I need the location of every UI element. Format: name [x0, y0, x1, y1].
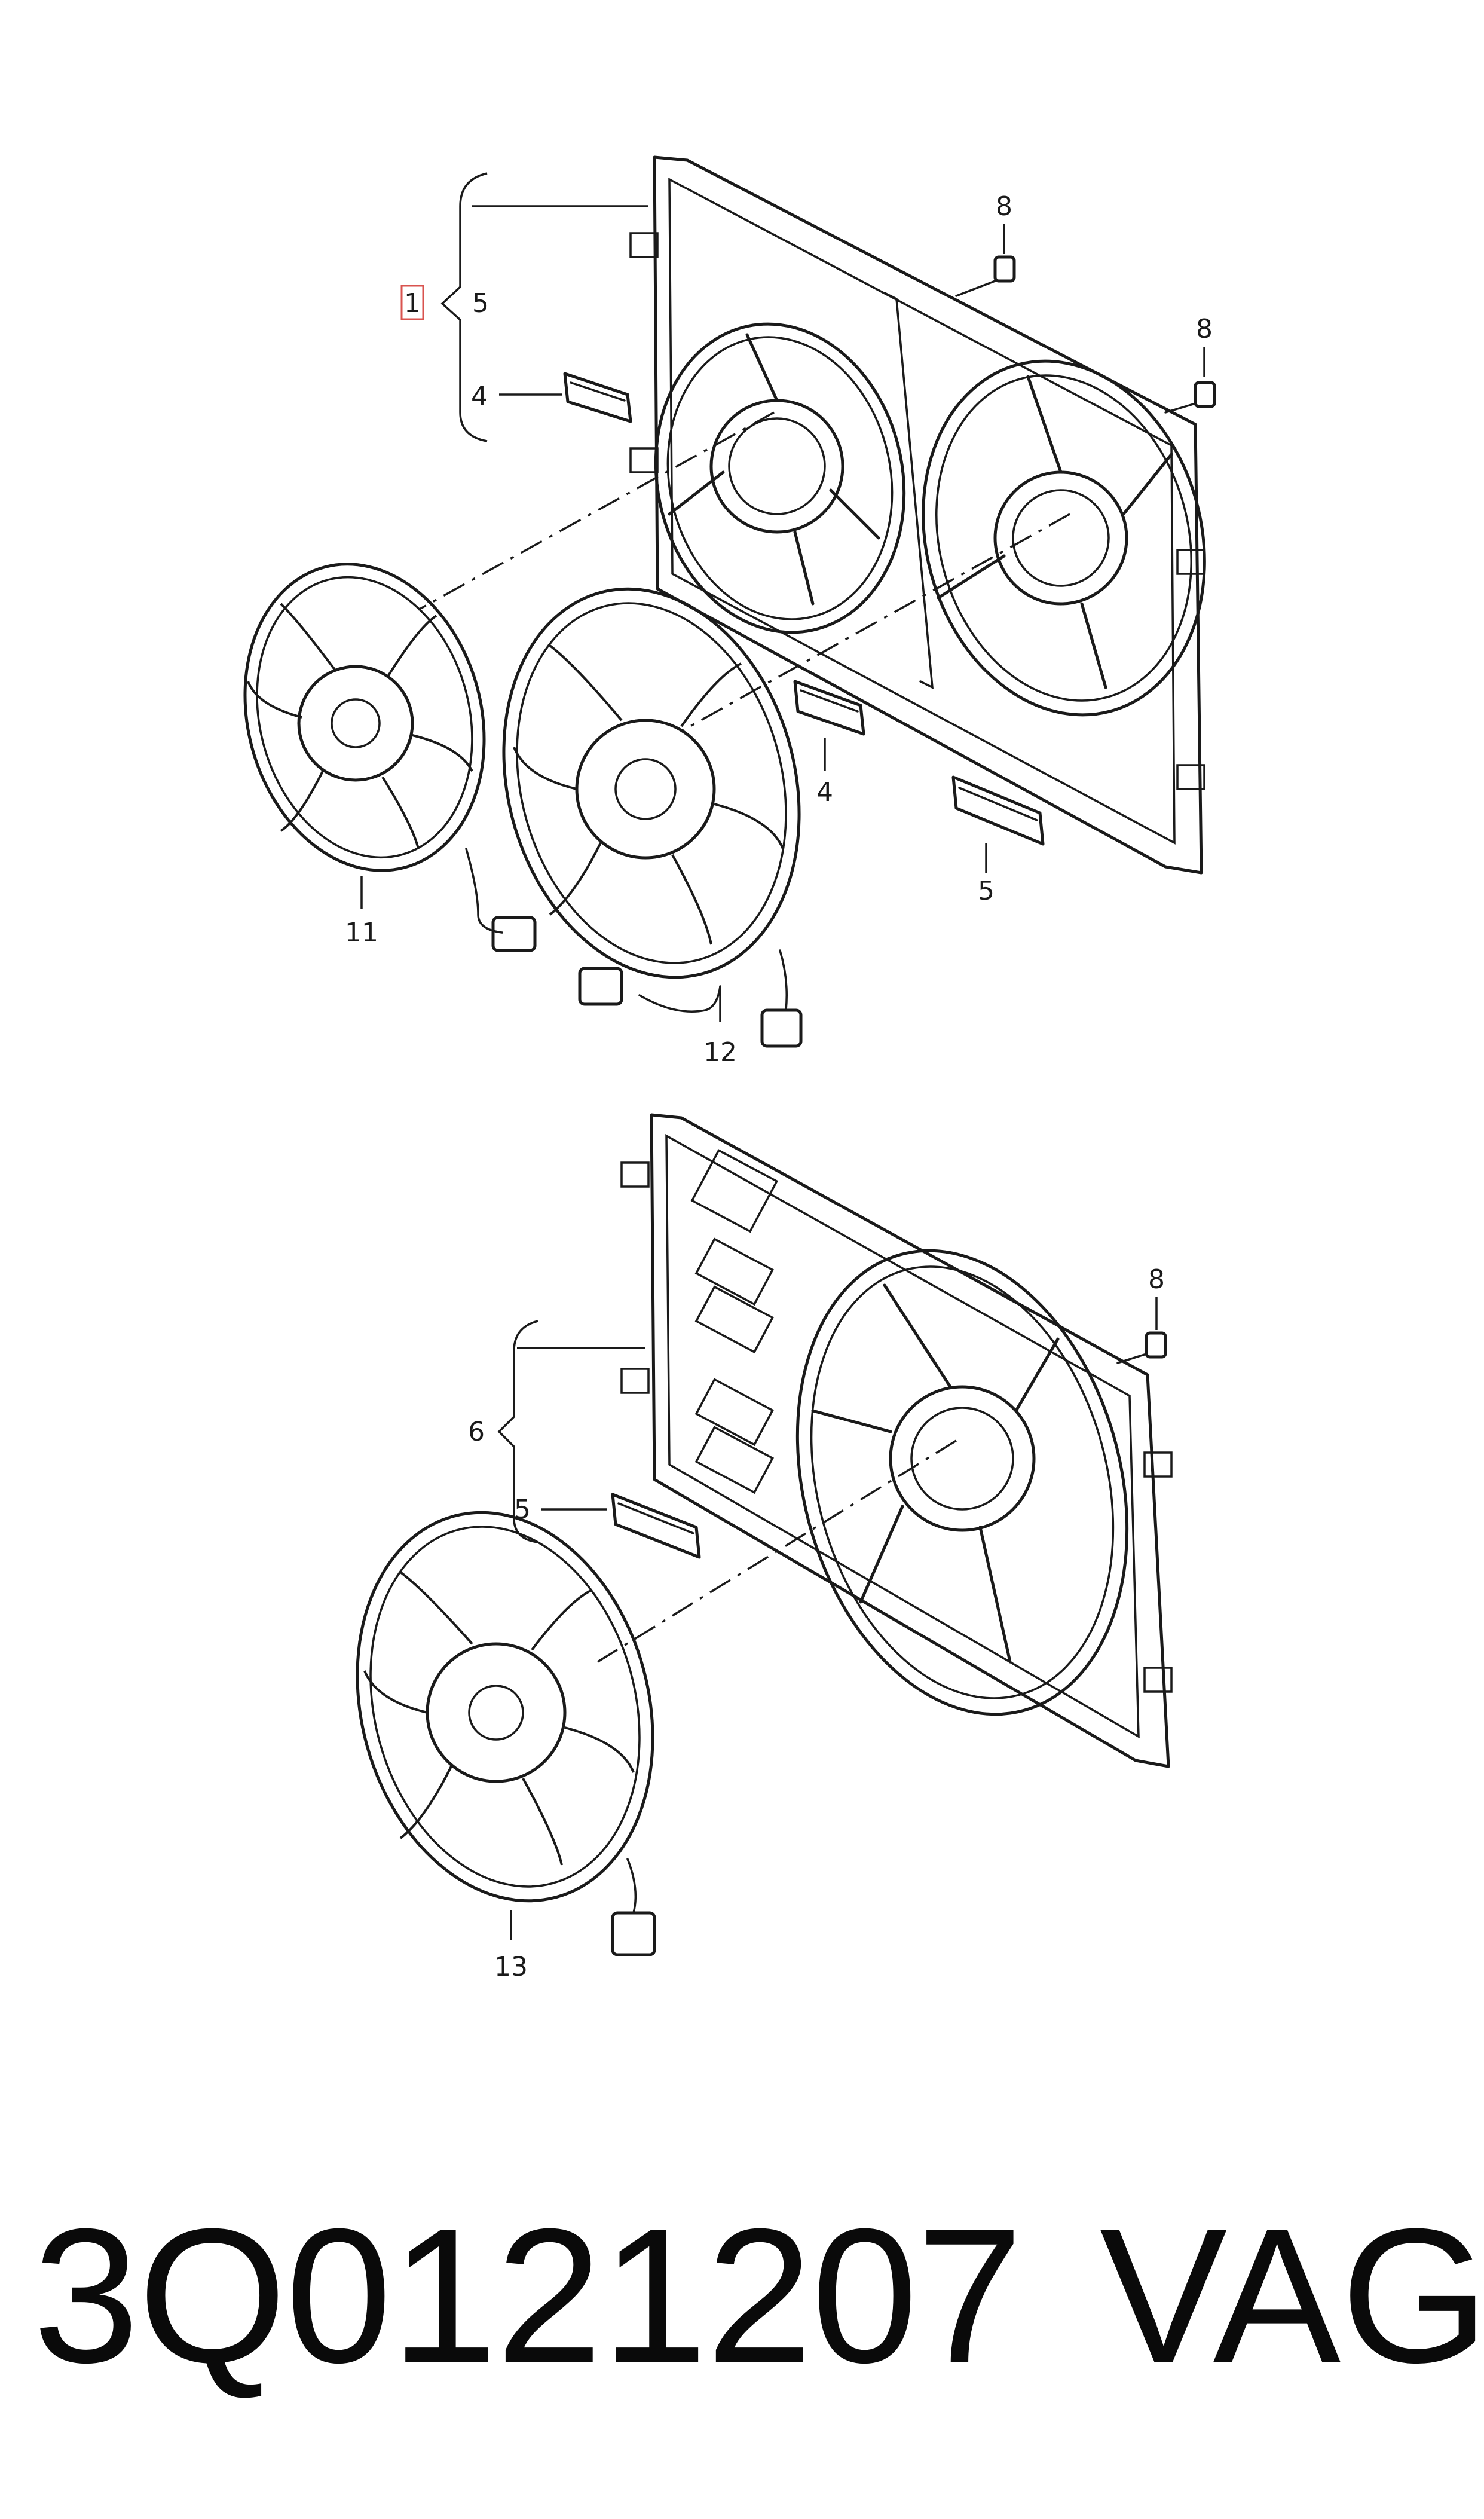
bolt-8-b: 8: [1164, 314, 1216, 414]
bolt-8-c: 8: [1116, 1264, 1167, 1364]
rubber-pad-4-mid: 4: [793, 680, 865, 808]
bolt-8-a: 8: [955, 191, 1016, 297]
axis-line-11: [418, 411, 775, 611]
callout-8-b: 8: [1196, 314, 1213, 344]
axis-line-13: [597, 1439, 957, 1663]
callout-4-top: 4: [471, 381, 488, 412]
callout-6: 6: [468, 1417, 485, 1447]
exploded-view-drawing: 1 5 4 8 8 4 5: [243, 155, 1216, 1982]
callout-12: 12: [703, 1037, 737, 1068]
callout-5-mid: 5: [978, 876, 995, 906]
brace-group-6: [497, 1320, 538, 1543]
callout-1: 1: [404, 288, 421, 319]
rubber-pad-5-low: [611, 1493, 701, 1559]
fan-motor-12: 12: [502, 587, 803, 1068]
callout-4-mid: 4: [816, 777, 833, 808]
rubber-pad-4-top: [563, 372, 632, 423]
callout-11: 11: [345, 918, 378, 948]
callout-8-a: 8: [996, 191, 1012, 222]
brace-group-1: [440, 172, 488, 442]
fan-motor-11: 11: [243, 563, 537, 952]
axis-line-12: [663, 513, 1070, 742]
callout-13: 13: [494, 1952, 528, 1982]
fan-motor-13: 13: [356, 1511, 656, 1982]
dual-fan-shroud: [629, 155, 1206, 875]
callout-5-top: 5: [472, 288, 489, 319]
rubber-pad-5-mid: 5: [951, 775, 1045, 906]
brand-name: VAG: [1100, 2188, 1484, 2402]
part-number: 3Q0121207: [33, 2188, 1023, 2402]
single-fan-shroud: [620, 1113, 1173, 1768]
callout-8-c: 8: [1148, 1264, 1165, 1295]
highlight-callout-1: [400, 285, 424, 320]
